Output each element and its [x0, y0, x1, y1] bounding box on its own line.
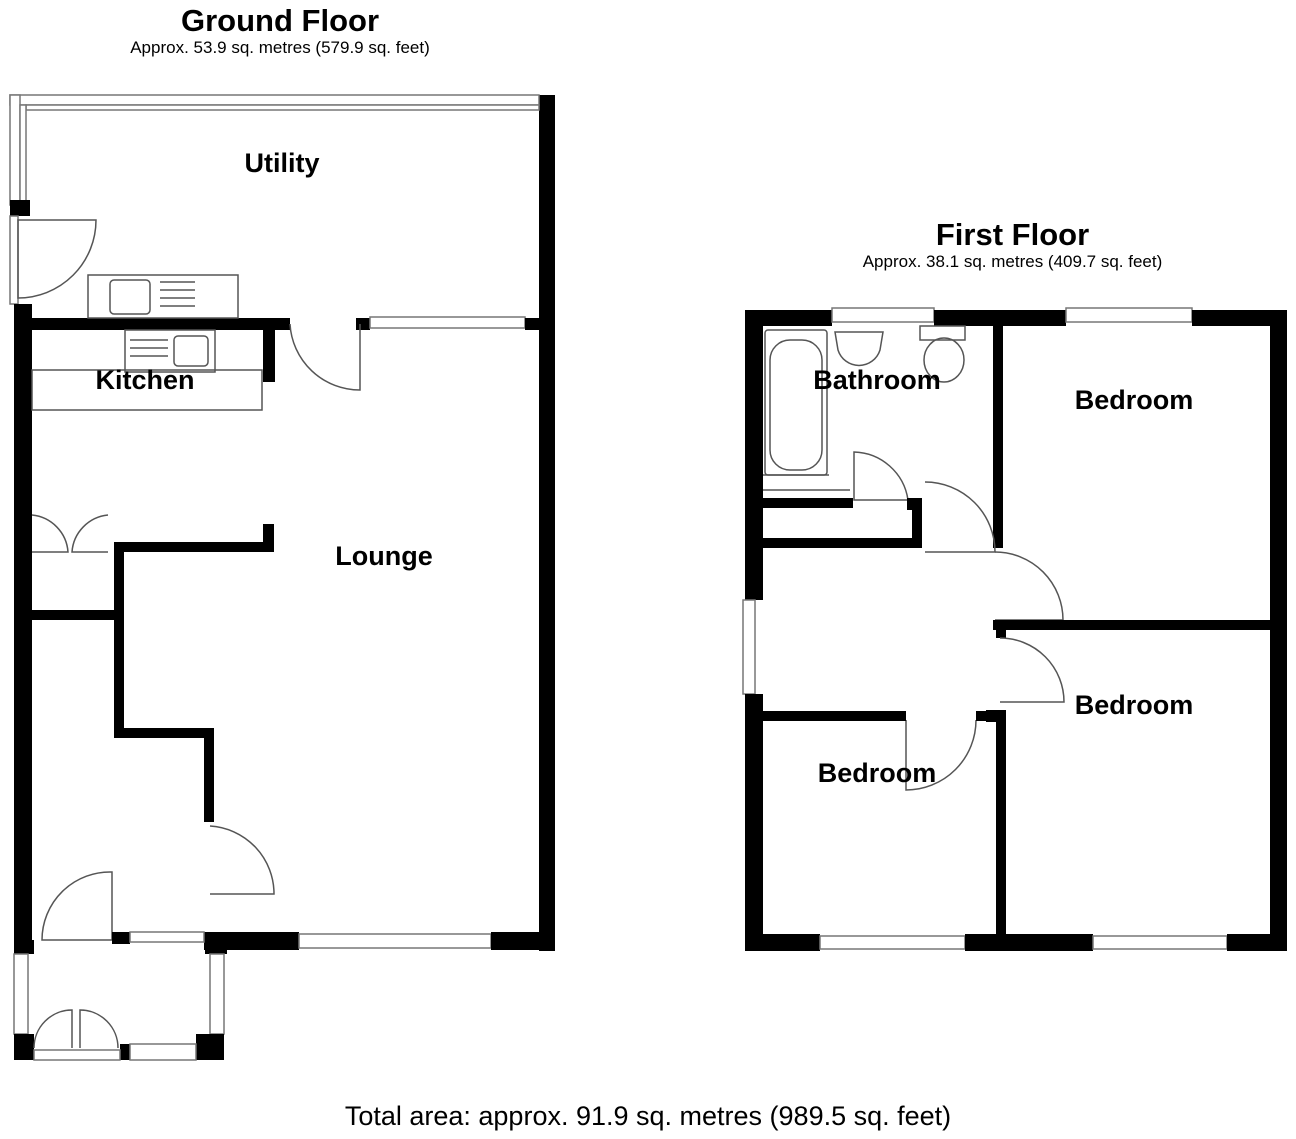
room-label-lounge: Lounge	[335, 541, 432, 571]
wall	[1192, 310, 1287, 326]
lounge-window	[298, 933, 492, 949]
wall	[114, 728, 214, 738]
utility-window	[9, 94, 540, 106]
landing-window	[742, 599, 756, 695]
wall	[204, 728, 214, 822]
ground-floor-plan: Utility Kitchen Lounge	[9, 94, 555, 1061]
wall	[114, 542, 274, 552]
wall	[120, 1044, 130, 1060]
room-label-utility: Utility	[244, 148, 319, 178]
room-label-bedroom: Bedroom	[818, 758, 937, 788]
wall	[745, 711, 898, 721]
wall	[196, 1034, 224, 1060]
bedroom-door	[999, 637, 1065, 703]
bedroom-door	[905, 719, 977, 791]
sink-icon	[173, 335, 209, 367]
bedroom-window	[1092, 935, 1228, 950]
wall	[965, 934, 1093, 951]
wall	[912, 498, 922, 548]
ground-floor-title: Ground Floor	[180, 3, 380, 38]
wall	[993, 620, 1270, 630]
utility-worktop	[87, 274, 239, 319]
porch-window	[129, 931, 205, 943]
wall	[14, 318, 290, 330]
utility-window	[9, 94, 21, 206]
room-label-bedroom: Bedroom	[1075, 385, 1194, 415]
internal-window	[369, 316, 526, 329]
wall	[996, 620, 1006, 638]
wall	[204, 932, 299, 950]
wall	[745, 538, 922, 548]
ground-floor-heading: Ground Floor Approx. 53.9 sq. metres (57…	[60, 4, 500, 58]
wall	[1227, 934, 1287, 951]
room-label-kitchen: Kitchen	[95, 365, 194, 395]
sink-icon	[109, 279, 151, 315]
wall	[10, 200, 30, 216]
wall	[996, 710, 1006, 934]
basin-icon	[834, 331, 884, 367]
wall	[14, 1034, 34, 1060]
wall	[976, 711, 986, 721]
bedroom-window	[819, 935, 966, 950]
wall	[205, 940, 227, 954]
wall	[14, 304, 32, 944]
wall	[112, 932, 130, 944]
wall	[539, 95, 555, 951]
porch-french-door	[79, 1009, 119, 1049]
hall-door	[209, 825, 275, 895]
airing-cupboard-door	[853, 451, 909, 501]
wall	[356, 318, 370, 330]
porch-window	[129, 1043, 197, 1061]
porch-window	[209, 953, 225, 1035]
bedroom-door	[994, 551, 1064, 621]
wall	[745, 934, 820, 951]
door-frame	[9, 215, 19, 305]
bath-icon	[764, 329, 828, 476]
total-area: Total area: approx. 91.9 sq. metres (989…	[344, 1101, 952, 1131]
wall	[491, 932, 555, 950]
room-label-bedroom: Bedroom	[1075, 690, 1194, 720]
cupboard-door	[31, 514, 69, 553]
utility-window	[25, 104, 540, 111]
wall	[745, 310, 763, 600]
porch-french-door	[33, 1009, 73, 1049]
wall	[114, 542, 124, 738]
porch-door-frame	[33, 1049, 121, 1061]
bathroom-window	[831, 307, 935, 323]
room-label-bathroom: Bathroom	[813, 365, 941, 395]
cupboard-door	[71, 514, 109, 553]
toilet-cistern	[919, 325, 966, 341]
first-floor-title: First Floor	[935, 217, 1090, 252]
wall	[745, 694, 763, 951]
utility-door	[17, 219, 97, 299]
kitchen-door	[289, 323, 361, 391]
bath-icon	[769, 339, 823, 471]
kitchen-worktop	[31, 369, 263, 411]
wall	[898, 711, 906, 721]
wall	[993, 326, 1003, 548]
wall	[745, 498, 853, 508]
utility-window	[19, 104, 27, 206]
wall	[1270, 310, 1287, 951]
first-floor-plan: Bathroom Bedroom Bedroom Bedroom	[742, 307, 1287, 951]
first-floor-heading: First Floor Approx. 38.1 sq. metres (409…	[790, 218, 1235, 272]
bathroom-door	[924, 481, 996, 553]
toilet-icon	[923, 337, 965, 383]
wall	[934, 310, 1066, 326]
wall	[14, 940, 34, 954]
ground-floor-area: Approx. 53.9 sq. metres (579.9 sq. feet)	[130, 38, 430, 57]
bedroom-window	[1065, 307, 1193, 323]
wall	[263, 328, 275, 382]
wall	[263, 524, 274, 552]
wall	[32, 610, 122, 620]
wall	[745, 310, 832, 326]
wall	[525, 318, 545, 330]
porch-window	[13, 953, 29, 1035]
kitchen-worktop	[124, 329, 216, 373]
porch-door	[41, 871, 113, 941]
first-floor-area: Approx. 38.1 sq. metres (409.7 sq. feet)	[862, 252, 1163, 271]
